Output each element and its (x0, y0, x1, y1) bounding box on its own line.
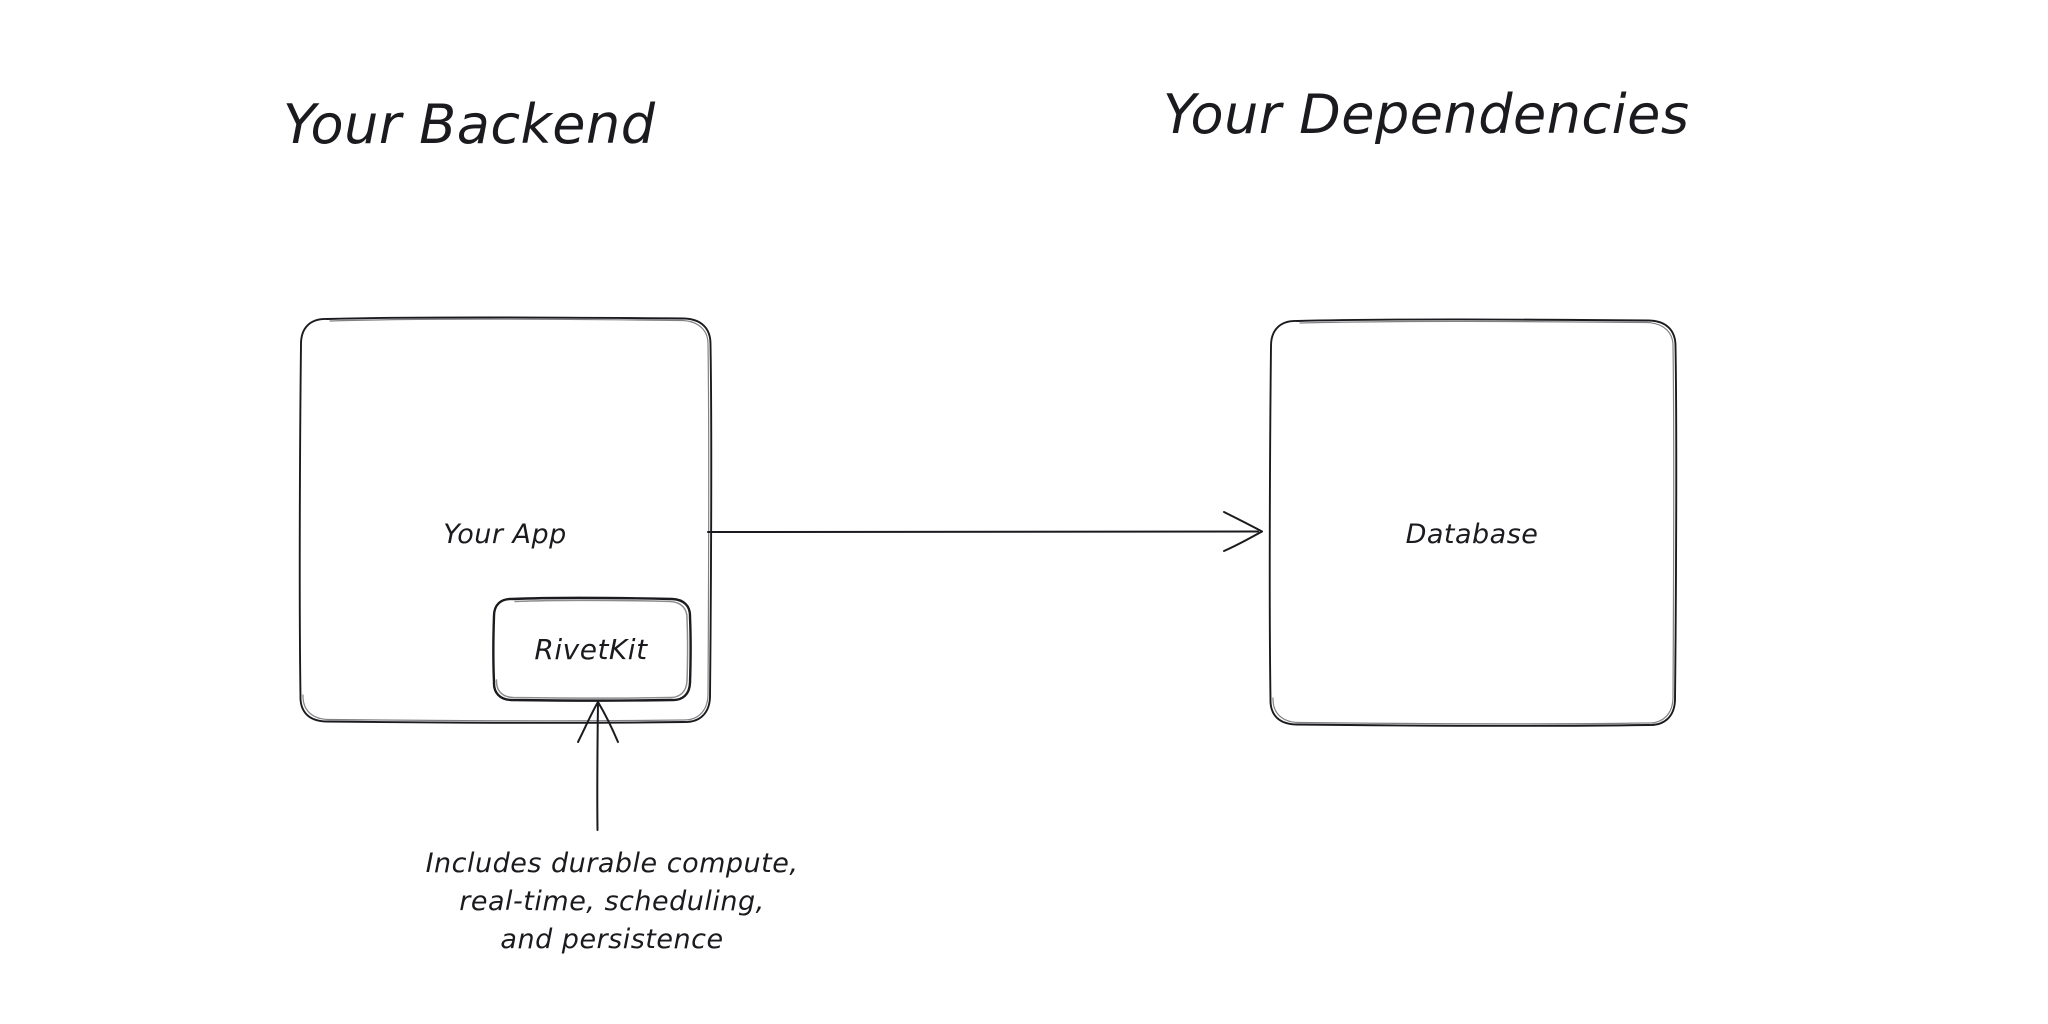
connector-app-to-database-head-upper (1223, 511, 1263, 533)
node-database-border-sketch (1272, 320, 1675, 725)
node-rivetkit-fill (493, 598, 690, 700)
connector-app-to-database-line (707, 530, 1259, 533)
connector-app-to-database-head-lower (1223, 530, 1263, 552)
node-rivetkit[interactable]: RivetKit (492, 596, 692, 702)
connector-app-to-database (707, 511, 1263, 552)
node-database-label: Database (1406, 519, 1539, 550)
node-your-app-border (298, 316, 713, 724)
connector-caption-to-rivetkit-head-left (577, 701, 599, 743)
node-rivetkit-border-sketch (495, 599, 689, 699)
connector-caption-to-rivetkit-head-right (597, 701, 619, 743)
node-your-app-label: Your App (443, 519, 567, 550)
connector-caption-to-rivetkit (577, 701, 619, 831)
title-your-dependencies: Your Dependencies (1163, 83, 1689, 146)
title-your-backend: Your Backend (283, 93, 656, 156)
node-your-app-border-sketch (302, 318, 710, 722)
node-database-border (1268, 318, 1678, 727)
caption-line-3: and persistence (500, 924, 723, 955)
node-rivetkit-label: RivetKit (534, 633, 648, 666)
caption-line-2: real-time, scheduling, (459, 886, 764, 917)
caption-line-1: Includes durable compute, (426, 848, 799, 879)
connector-caption-to-rivetkit-line (596, 701, 599, 831)
node-database-fill (1270, 320, 1675, 725)
caption-block: Includes durable compute, real-time, sch… (426, 848, 799, 955)
node-database[interactable]: Database (1268, 318, 1678, 727)
node-rivetkit-border (492, 596, 692, 702)
